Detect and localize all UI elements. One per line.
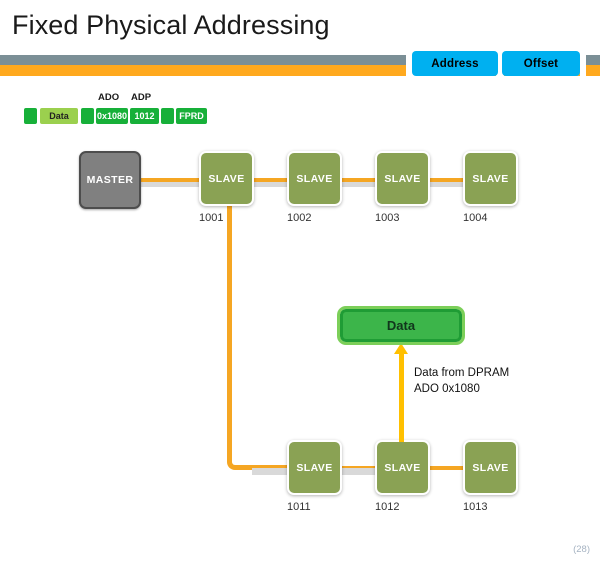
node-id-1013: 1013 — [463, 501, 488, 513]
frame-label-ado: ADO — [98, 92, 120, 103]
frame-cell-separator-2 — [81, 108, 94, 124]
node-slave-1011[interactable]: SLAVE — [287, 440, 342, 495]
data-arrow-shaft — [399, 352, 404, 442]
node-id-1002: 1002 — [287, 212, 312, 224]
link-1001-1002 — [252, 178, 296, 182]
link-gray-1003-1004 — [428, 180, 472, 187]
node-id-1011: 1011 — [287, 501, 311, 513]
link-gray-1011-1012 — [252, 468, 296, 475]
node-slave-1012[interactable]: SLAVE — [375, 440, 430, 495]
page-number: (28) — [573, 544, 590, 555]
link-1003-1004 — [428, 178, 472, 182]
node-id-1003: 1003 — [375, 212, 400, 224]
link-gray-master-1001 — [140, 180, 232, 187]
node-slave-1001[interactable]: SLAVE — [199, 151, 254, 206]
frame-cell-separator-3 — [161, 108, 174, 124]
link-gray-1001-1002 — [252, 180, 296, 187]
frame-label-adp: ADP — [131, 92, 152, 103]
frame-cell-cmd-fprd: FPRD — [176, 108, 207, 124]
header-band-gray — [0, 55, 600, 65]
node-id-1012: 1012 — [375, 501, 400, 513]
node-master[interactable]: MASTER — [79, 151, 141, 209]
frame-cell-data: Data — [40, 108, 78, 124]
node-slave-1004[interactable]: SLAVE — [463, 151, 518, 206]
link-1002-1003 — [340, 178, 384, 182]
link-gray-1012-1013 — [340, 468, 384, 475]
header-band-orange — [0, 65, 600, 76]
link-master-1001 — [140, 178, 232, 182]
frame-cell-separator-1 — [24, 108, 37, 124]
node-slave-1003[interactable]: SLAVE — [375, 151, 430, 206]
link-1012-1013 — [428, 466, 472, 470]
address-button[interactable]: Address — [412, 51, 498, 76]
data-callout-box[interactable]: Data — [337, 306, 465, 345]
offset-button[interactable]: Offset — [502, 51, 580, 76]
node-id-1001: 1001 — [199, 212, 224, 224]
band-gap-left — [406, 48, 416, 82]
node-id-1004: 1004 — [463, 212, 488, 224]
node-slave-1013[interactable]: SLAVE — [463, 440, 518, 495]
node-slave-1002[interactable]: SLAVE — [287, 151, 342, 206]
band-gap-mid — [496, 48, 504, 82]
page-title: Fixed Physical Addressing — [12, 10, 330, 40]
link-gray-1002-1003 — [340, 180, 384, 187]
annotation-dpram-line2: ADO 0x1080 — [414, 383, 480, 395]
frame-cell-adp-value: 1012 — [130, 108, 159, 124]
annotation-dpram-line1: Data from DPRAM — [414, 367, 510, 379]
frame-cell-ado-value: 0x1080 — [96, 108, 128, 124]
link-1001-to-1011-elbow — [227, 200, 289, 470]
data-arrow-head-icon — [394, 343, 408, 354]
band-gap-right — [580, 48, 586, 82]
